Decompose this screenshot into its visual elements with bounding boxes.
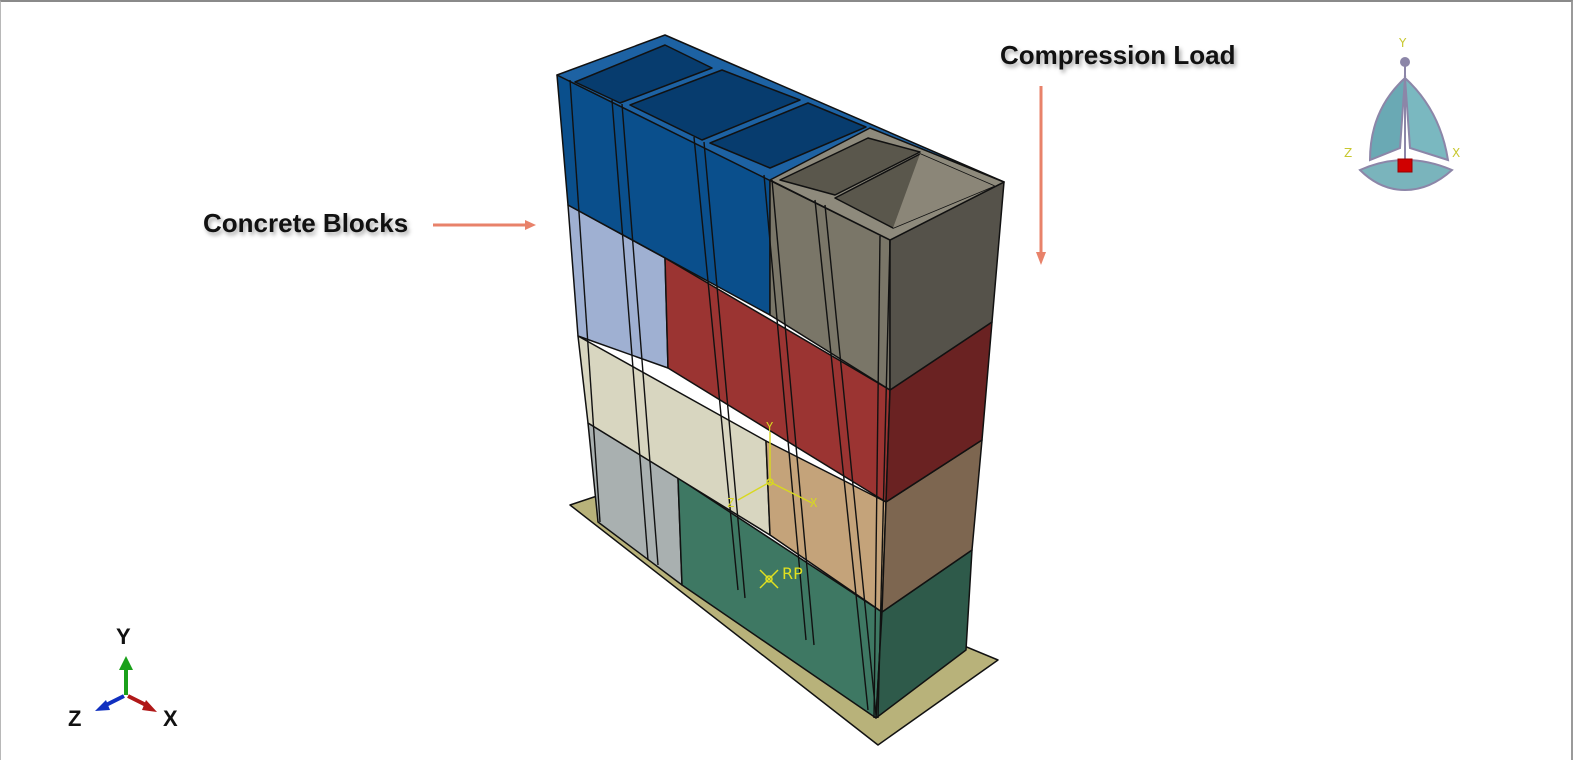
triad-x-label: X: [163, 706, 178, 731]
datum-csys-z-label: Z: [727, 496, 735, 510]
compression-load-arrow: [1036, 86, 1046, 265]
triad-y-label: Y: [116, 624, 131, 649]
view-cube[interactable]: [1358, 57, 1454, 192]
compression-load-label: Compression Load: [1000, 40, 1236, 70]
cell-4: [779, 137, 921, 196]
datum-csys-x-label: X: [810, 496, 818, 510]
triad-z-label: Z: [68, 706, 82, 731]
concrete-blocks-arrow: [433, 220, 536, 230]
reference-point-marker: [759, 569, 779, 589]
concrete-blocks-label: Concrete Blocks: [203, 208, 409, 238]
datum-csys-y-label: Y: [766, 420, 774, 434]
view-cube-x-label: X: [1452, 146, 1461, 160]
cell-5-inner: [893, 154, 994, 228]
reference-point-label: RP: [782, 564, 803, 583]
cell-3: [709, 102, 867, 169]
view-cube-z-label: Z: [1344, 146, 1353, 160]
global-triad: [95, 656, 157, 712]
cell-1: [574, 44, 713, 104]
view-cube-y-label: Y: [1399, 36, 1407, 50]
datum-csys: [737, 432, 813, 504]
cell-2: [629, 69, 801, 141]
